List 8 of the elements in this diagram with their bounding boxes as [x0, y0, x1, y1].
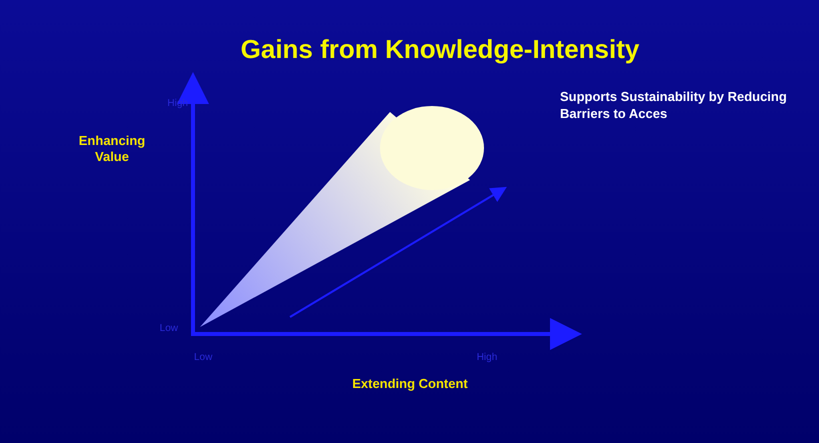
- axis-tick-label: Low: [158, 322, 178, 336]
- note-text: Supports Sustainability by Reducing Barriers to Acces: [560, 88, 788, 122]
- axis-tick-label: Low: [194, 351, 214, 365]
- axis-title: Extending Content: [351, 375, 469, 393]
- title: Gains from Knowledge-Intensity: [240, 33, 640, 66]
- axis-tick-label: High: [166, 97, 188, 111]
- axis-tick-label: High: [476, 351, 498, 365]
- axis-title: Enhancing Value: [78, 133, 146, 165]
